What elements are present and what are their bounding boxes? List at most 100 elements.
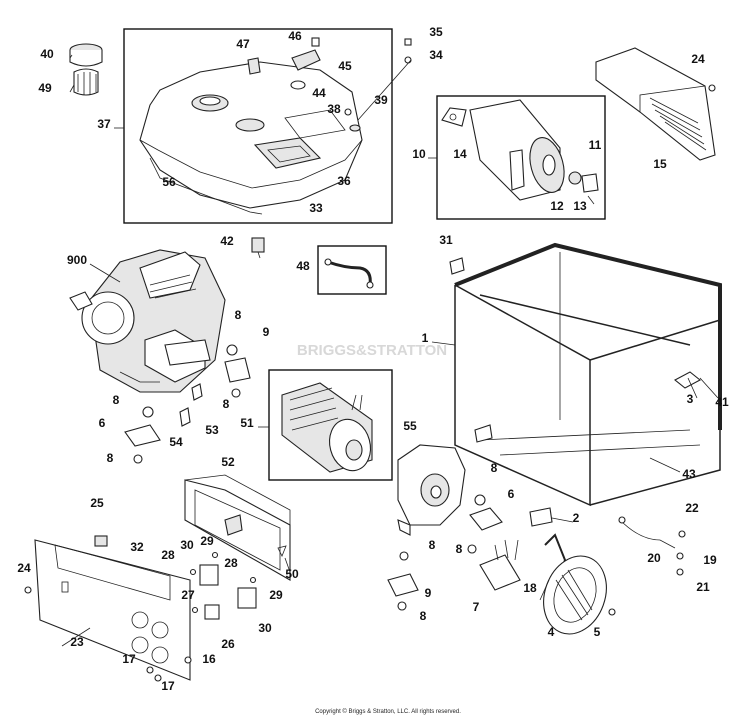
callout-c22: 22 (685, 501, 699, 515)
callout-c35: 35 (429, 25, 443, 39)
callout-c17a: 17 (122, 652, 136, 666)
callout-c56: 56 (162, 175, 176, 189)
callout-c24a: 24 (691, 52, 705, 66)
rectifier-and-wiring (479, 507, 686, 591)
callout-c23: 23 (70, 635, 84, 649)
mount-brackets (124, 344, 503, 611)
callout-c54: 54 (169, 435, 183, 449)
callout-c40: 40 (40, 47, 54, 61)
callout-c31: 31 (439, 233, 453, 247)
muffler-group-box (436, 95, 606, 220)
fuel-tank-small-parts (247, 37, 361, 132)
frame (449, 242, 722, 507)
callout-c7: 7 (473, 600, 480, 614)
callout-c8h: 8 (420, 609, 427, 623)
callout-c12: 12 (550, 199, 564, 213)
fuel-tank-group-box (123, 28, 393, 224)
callout-c29b: 29 (269, 588, 283, 602)
muffler (441, 99, 599, 205)
callout-c9b: 9 (425, 586, 432, 600)
callout-c49: 49 (38, 81, 52, 95)
callout-c46: 46 (288, 29, 302, 43)
callout-c53: 53 (205, 423, 219, 437)
callout-c8b: 8 (113, 393, 120, 407)
callout-c6b: 6 (508, 487, 515, 501)
callout-c900: 900 (67, 253, 87, 267)
fuel-tank (139, 61, 363, 215)
callout-c17b: 17 (161, 679, 175, 693)
fan-cover (543, 555, 616, 635)
control-box (184, 474, 291, 581)
callout-c5: 5 (594, 625, 601, 639)
callout-c26: 26 (221, 637, 235, 651)
callout-c45: 45 (338, 59, 352, 73)
callout-c15: 15 (653, 157, 667, 171)
callout-c13: 13 (573, 199, 587, 213)
callout-c43: 43 (682, 467, 696, 481)
callout-c28b: 28 (224, 556, 238, 570)
callout-c24b: 24 (17, 561, 31, 575)
callout-c38: 38 (327, 102, 341, 116)
stator-rotor (281, 382, 373, 473)
callout-c42: 42 (220, 234, 234, 248)
callout-c47: 47 (236, 37, 250, 51)
outlets (189, 551, 257, 620)
callout-c28a: 28 (161, 548, 175, 562)
fuel-cap-and-strainer (69, 43, 103, 96)
callout-c19: 19 (703, 553, 717, 567)
muffler-guard (595, 47, 716, 161)
callout-c36: 36 (337, 174, 351, 188)
watermark-text: BRIGGS&STRATTON (297, 342, 447, 359)
callout-c20: 20 (647, 551, 661, 565)
callout-c8c: 8 (223, 397, 230, 411)
callout-c11: 11 (589, 138, 602, 152)
callout-c6a: 6 (99, 416, 106, 430)
callout-c21: 21 (696, 580, 710, 594)
callout-c10: 10 (412, 147, 426, 161)
callout-c52: 52 (221, 455, 235, 469)
callout-c33: 33 (309, 201, 323, 215)
callout-c9a: 9 (263, 325, 270, 339)
callout-c4: 4 (548, 625, 555, 639)
fuel-hose (324, 258, 374, 289)
callout-c18: 18 (523, 581, 537, 595)
engine-assembly (69, 249, 226, 393)
control-panel (34, 539, 191, 681)
generator-end-bell (397, 444, 466, 536)
stator-box (268, 369, 393, 481)
callout-c8a: 8 (235, 308, 242, 322)
callout-c39: 39 (374, 93, 388, 107)
callout-c8f: 8 (429, 538, 436, 552)
panel-hardware (24, 535, 192, 682)
callout-c8g: 8 (456, 542, 463, 556)
bolts-35-34 (357, 38, 412, 121)
fuel-valve (251, 237, 265, 259)
copyright-text: Copyright © Briggs & Stratton, LLC. All … (315, 708, 461, 715)
callout-c16: 16 (202, 652, 216, 666)
callout-c44: 44 (312, 86, 326, 100)
callout-c8e: 8 (491, 461, 498, 475)
callout-c29a: 29 (200, 534, 214, 548)
callout-c1: 1 (422, 331, 429, 345)
callout-c25: 25 (90, 496, 104, 510)
callout-c2: 2 (573, 511, 580, 525)
callout-c8d: 8 (107, 451, 114, 465)
callout-c30a: 30 (180, 538, 194, 552)
callout-c3: 3 (687, 392, 694, 406)
callout-c14: 14 (453, 147, 467, 161)
callout-c37: 37 (97, 117, 111, 131)
callout-c30b: 30 (258, 621, 272, 635)
leader-lines (61, 54, 719, 647)
callout-c51: 51 (240, 416, 254, 430)
callout-c50: 50 (285, 567, 299, 581)
callout-c27: 27 (181, 588, 195, 602)
callout-c48: 48 (296, 259, 310, 273)
fuel-hose-box (317, 245, 387, 295)
callout-c32: 32 (130, 540, 144, 554)
callout-c41: 41 (715, 395, 729, 409)
callout-c34: 34 (429, 48, 443, 62)
callout-c55: 55 (403, 419, 417, 433)
